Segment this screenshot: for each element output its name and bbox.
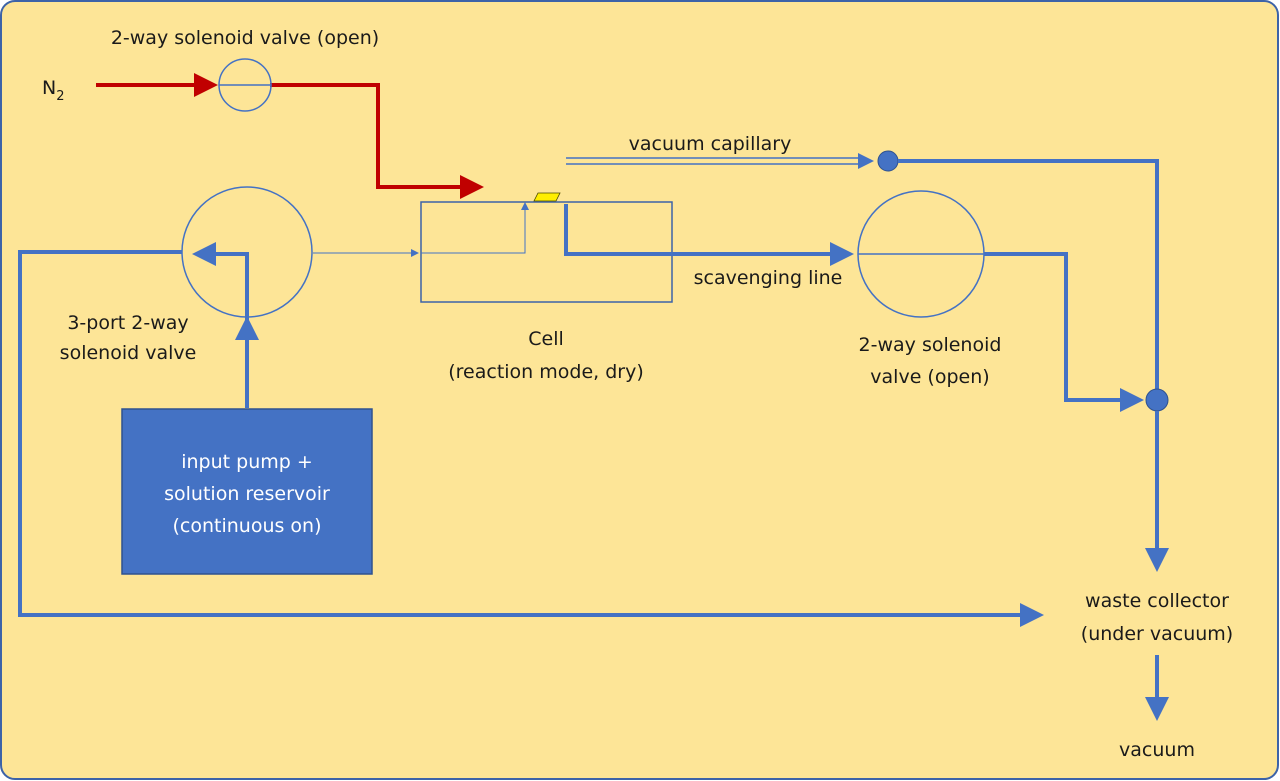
capillary-junction <box>877 150 899 172</box>
vacuum-capillary-arrowhead <box>858 153 874 169</box>
capillary-to-collector-line <box>898 159 1159 390</box>
cell-label-line2: (reaction mode, dry) <box>448 361 644 383</box>
top-valve-label: 2-way solenoid valve (open) <box>111 27 379 49</box>
cell-label-line1: Cell <box>528 328 564 350</box>
pump-label-line3: (continuous on) <box>172 515 321 537</box>
pump-label-line2: solution reservoir <box>164 483 330 505</box>
input-pump-reservoir-box <box>121 408 373 575</box>
vacuum-label: vacuum <box>1119 739 1195 761</box>
waste-collector-label-line1: waste collector <box>1085 590 1229 612</box>
right-valve-label-line1: 2-way solenoid <box>859 334 1002 356</box>
right-valve-label-line2: valve (open) <box>870 366 989 388</box>
right-valve-outlet-line <box>984 252 1144 412</box>
cell-internal-riser <box>421 202 529 254</box>
n2-line-to-cell <box>270 83 484 199</box>
pump-label-line1: input pump + <box>181 451 313 473</box>
right-junction <box>1145 388 1169 412</box>
three-port-valve-label-line2: solenoid valve <box>60 342 197 364</box>
vacuum-capillary-label: vacuum capillary <box>629 133 792 155</box>
waste-collector-label-line2: (under vacuum) <box>1081 623 1233 645</box>
n2-label: N2 <box>42 77 65 104</box>
valve-internal-passage <box>192 242 249 320</box>
three-port-valve-label-line1: 3-port 2-way <box>67 312 188 334</box>
cell-sample-marker <box>533 192 561 202</box>
bypass-to-waste-line <box>18 250 1044 627</box>
scavenging-line-label: scavenging line <box>694 267 843 289</box>
scavenging-line <box>564 204 854 266</box>
